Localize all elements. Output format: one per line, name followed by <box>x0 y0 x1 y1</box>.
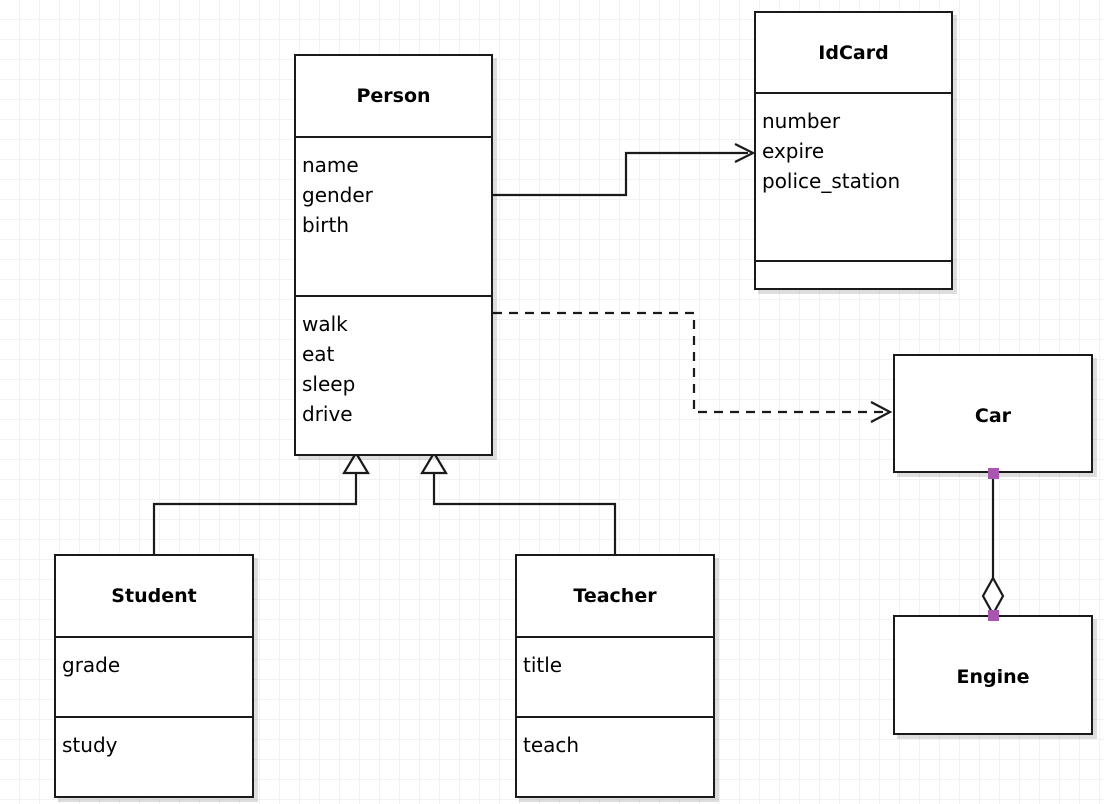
class-box-engine[interactable]: Engine <box>893 615 1093 735</box>
relationship-person-idcard[interactable] <box>493 143 756 197</box>
class-name-person: Person <box>356 85 431 107</box>
class-attributes-section-teacher: title <box>517 636 713 716</box>
selection-handle-car-end[interactable] <box>988 468 999 479</box>
class-methods-section-person: walk eat sleep drive <box>296 295 491 458</box>
open-arrowhead-icon <box>734 143 756 163</box>
class-attributes-section-student: grade <box>56 636 252 716</box>
open-arrowhead-icon <box>870 401 893 423</box>
class-member-row: sleep <box>302 372 356 396</box>
class-box-person[interactable]: Person name gender birth walk eat sleep drive <box>294 54 493 456</box>
hollow-diamond-icon <box>981 575 1005 617</box>
class-member-row: expire <box>762 139 825 163</box>
class-member-row: grade <box>62 653 121 677</box>
relationship-car-engine[interactable] <box>981 473 1005 617</box>
class-member-row: birth <box>302 213 349 237</box>
class-member-row: number <box>762 109 841 133</box>
generalization-line <box>432 472 617 554</box>
class-member-row: walk <box>302 312 348 336</box>
class-member-row: drive <box>302 402 353 426</box>
class-box-student[interactable]: Student grade study <box>54 554 254 798</box>
class-box-car[interactable]: Car <box>893 354 1093 473</box>
class-box-idcard[interactable]: IdCard number expire police_station <box>754 11 953 290</box>
selection-handle-engine-end[interactable] <box>988 610 999 621</box>
class-name-car: Car <box>974 404 1012 427</box>
relationship-person-car[interactable] <box>493 311 893 423</box>
class-member-row: teach <box>523 733 580 757</box>
class-member-row: title <box>523 653 563 677</box>
class-attributes-section-person: name gender birth <box>296 136 491 295</box>
class-methods-section-teacher: teach <box>517 716 713 800</box>
class-name-idcard: IdCard <box>818 41 889 64</box>
dependency-line <box>493 311 884 414</box>
class-member-row: eat <box>302 342 335 366</box>
class-name-student: Student <box>111 585 197 607</box>
association-line <box>493 151 748 197</box>
class-attributes-section-idcard: number expire police_station <box>756 92 951 260</box>
class-member-row: police_station <box>762 169 901 193</box>
class-box-teacher[interactable]: Teacher title teach <box>515 554 715 798</box>
relationship-teacher-person[interactable] <box>420 450 617 554</box>
class-methods-section-student: study <box>56 716 252 800</box>
generalization-line <box>152 472 358 554</box>
class-methods-section-idcard <box>756 260 951 292</box>
class-name-teacher: Teacher <box>573 585 657 607</box>
class-name-engine: Engine <box>956 666 1030 688</box>
class-member-row: name <box>302 153 359 177</box>
class-member-row: gender <box>302 183 373 207</box>
class-member-row: study <box>62 733 118 757</box>
relationship-student-person[interactable] <box>152 450 370 554</box>
